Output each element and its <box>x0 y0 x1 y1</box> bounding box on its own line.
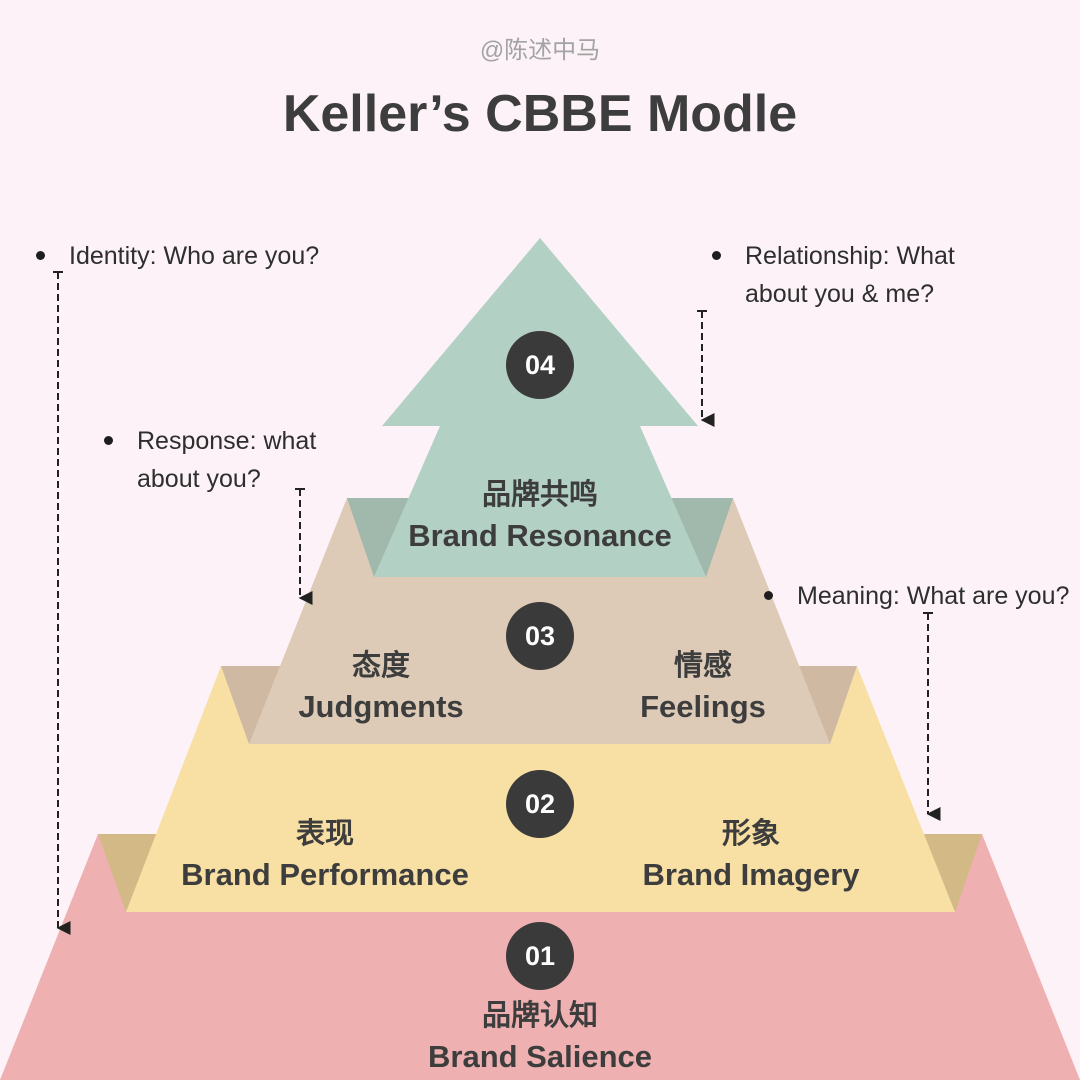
level2-left-shadow <box>98 834 160 912</box>
level3-left-label: 态度 Judgments <box>298 646 463 728</box>
performance-title-en: Brand Performance <box>181 857 469 892</box>
page-title: Keller’s CBBE Modle <box>282 85 798 143</box>
level4-title-cn: 品牌共鸣 <box>481 479 599 511</box>
meaning-dashed-arrow <box>923 612 941 821</box>
meaning-note-text: Meaning: What are you? <box>797 582 1070 610</box>
bullet-icon <box>104 436 113 445</box>
level1-title-en: Brand Salience <box>428 1039 652 1074</box>
watermark: @陈述中马 <box>479 37 601 64</box>
relationship-note-text: Relationship: What about you & me? <box>745 242 955 308</box>
response-note: Response: what about you? <box>104 422 316 498</box>
bullet-icon <box>36 251 45 260</box>
level4-right-shadow <box>671 498 733 577</box>
meaning-note: Meaning: What are you? <box>764 577 1069 615</box>
level4-left-shadow <box>347 498 409 577</box>
judgments-title-cn: 态度 <box>351 650 411 682</box>
bullet-icon <box>764 591 773 600</box>
level3-left-shadow <box>221 666 283 744</box>
level3-right-shadow <box>795 666 857 744</box>
imagery-title-cn: 形象 <box>721 818 781 850</box>
level2-number-badge: 02 <box>506 770 574 838</box>
level2-left-label: 表现 Brand Performance <box>181 814 469 896</box>
identity-note-text: Identity: Who are you? <box>69 242 320 270</box>
relationship-dashed-arrow <box>697 310 715 427</box>
level3-number-badge: 03 <box>506 602 574 670</box>
relationship-note: Relationship: What about you & me? <box>712 237 955 313</box>
level2-right-shadow <box>920 834 982 912</box>
response-note-text: Response: what about you? <box>137 427 317 493</box>
performance-title-cn: 表现 <box>295 818 354 850</box>
response-dashed-arrow <box>295 488 313 605</box>
imagery-title-en: Brand Imagery <box>642 857 860 892</box>
level4-number-badge: 04 <box>506 331 574 399</box>
level2-right-label: 形象 Brand Imagery <box>642 814 859 896</box>
identity-note: Identity: Who are you? <box>36 237 319 275</box>
feelings-title-cn: 情感 <box>673 650 733 682</box>
level4-title-en: Brand Resonance <box>408 518 672 553</box>
bullet-icon <box>712 251 721 260</box>
level3-right-label: 情感 Feelings <box>640 646 766 728</box>
level4-label: 品牌共鸣 Brand Resonance <box>408 475 672 557</box>
level1-title-cn: 品牌认知 <box>481 1000 599 1032</box>
level1-label: 品牌认知 Brand Salience <box>428 996 652 1078</box>
level4-arrow-shape <box>374 238 706 577</box>
level1-number-badge: 01 <box>506 922 574 990</box>
feelings-title-en: Feelings <box>640 689 766 724</box>
judgments-title-en: Judgments <box>298 689 464 724</box>
identity-dashed-arrow <box>53 271 71 935</box>
